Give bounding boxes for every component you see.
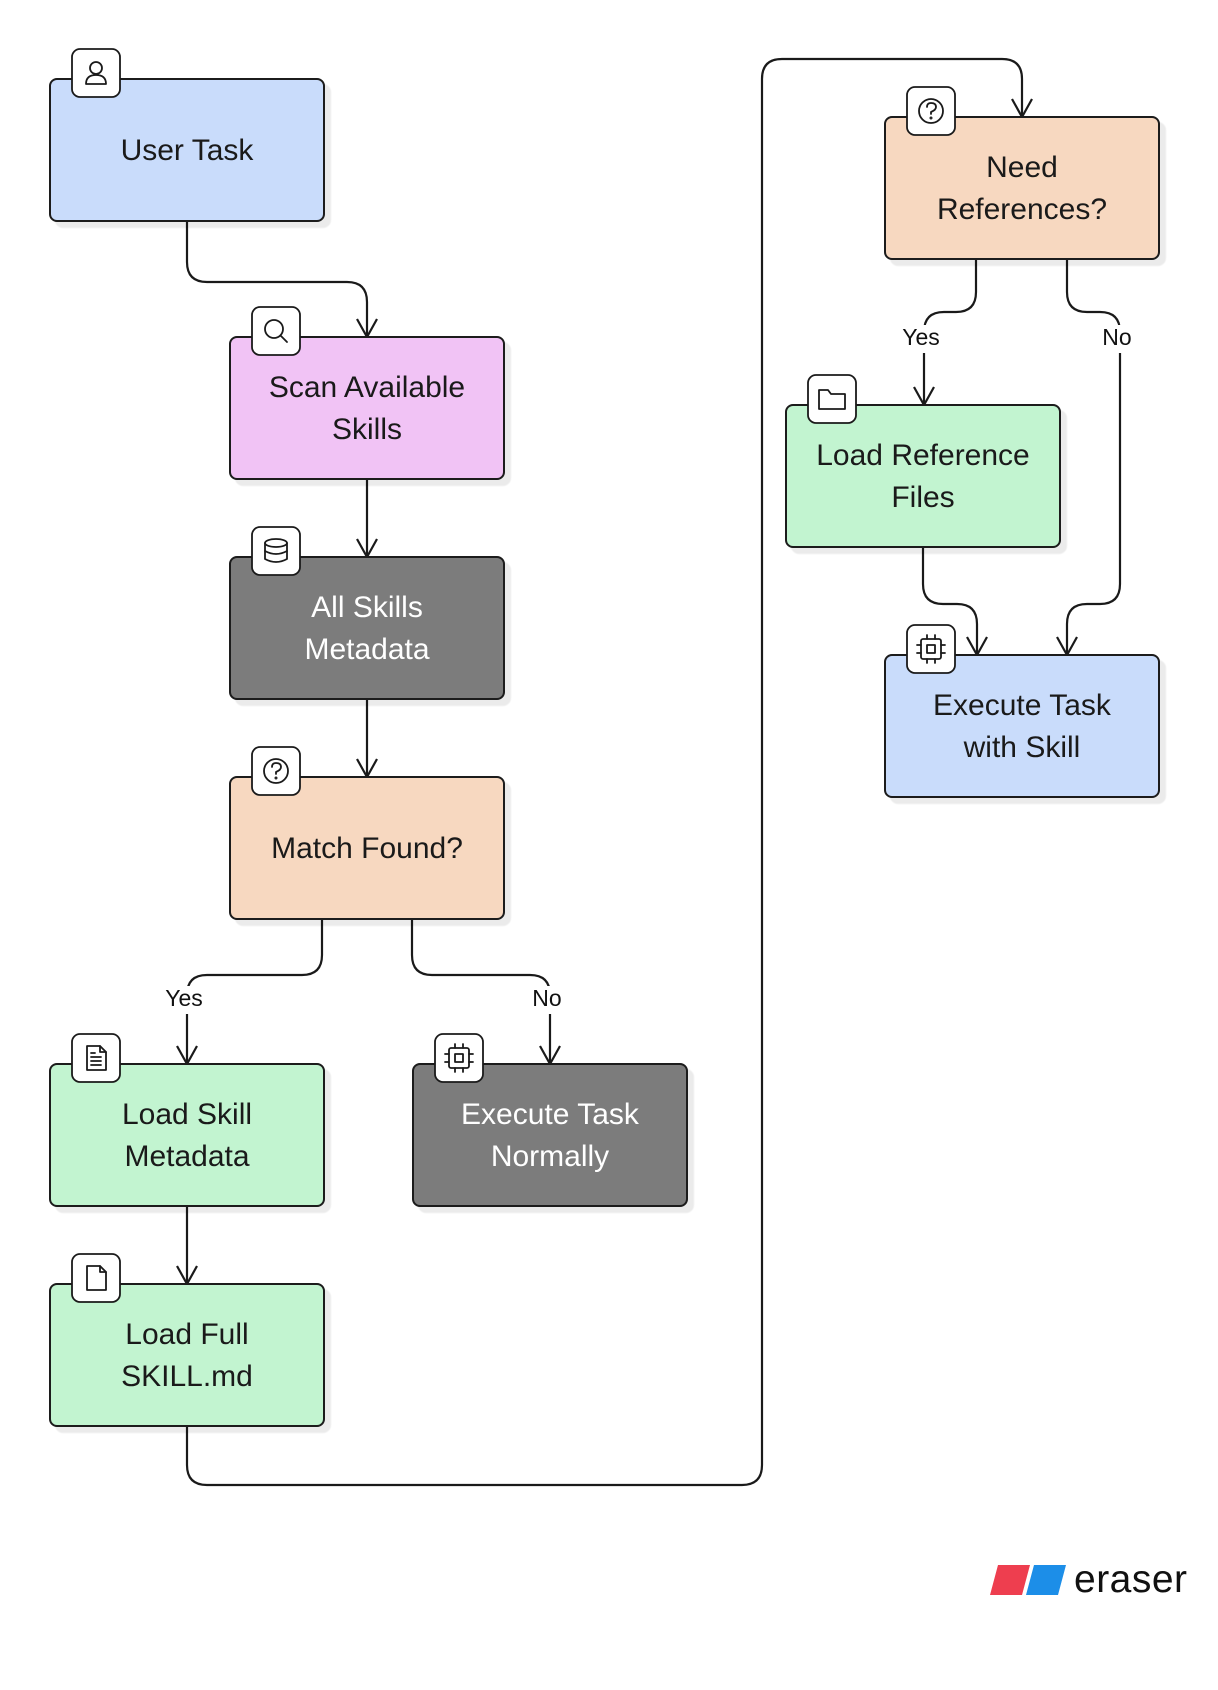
- document-icon: [71, 1033, 121, 1083]
- eraser-logo-text: eraser: [1074, 1558, 1188, 1601]
- node-label-line: User Task: [121, 134, 255, 167]
- cpu-icon: [906, 624, 956, 674]
- edge-label: No: [1102, 324, 1131, 350]
- eraser-logo: eraser: [990, 1556, 1188, 1604]
- node-box: [884, 654, 1160, 798]
- edge-label-background: [521, 986, 573, 1014]
- node-label-line: Need: [986, 151, 1058, 184]
- node-label-line: Load Full: [125, 1318, 248, 1351]
- node-label-line: All Skills: [311, 591, 423, 624]
- eraser-logo-mark: [990, 1565, 1066, 1595]
- edge-need_references-to-load_reference: Yes: [895, 259, 978, 408]
- node-label-line: Execute Task: [933, 689, 1112, 722]
- node-label-line: Scan Available: [269, 371, 465, 404]
- edge-label-background: [1091, 325, 1143, 353]
- edge-label-background: [158, 986, 210, 1014]
- edge-match_found-to-load_skill_metadata: Yes: [158, 919, 324, 1067]
- node-label-line: with Skill: [963, 731, 1081, 764]
- edge-label: Yes: [902, 324, 940, 350]
- node-execute-with-skill[interactable]: Execute Task with Skill: [884, 624, 1160, 798]
- node-label-line: Files: [891, 481, 954, 514]
- question-icon: [906, 86, 956, 136]
- edge-label-background: [895, 325, 947, 353]
- node-box: [884, 116, 1160, 260]
- node-label-line: Execute Task: [461, 1098, 640, 1131]
- cpu-icon: [434, 1033, 484, 1083]
- node-label-line: Load Skill: [122, 1098, 252, 1131]
- search-icon: [251, 306, 301, 356]
- node-box: [229, 336, 505, 480]
- node-box: [49, 78, 325, 222]
- database-icon: [251, 526, 301, 576]
- node-box: [412, 1063, 688, 1207]
- node-box: [785, 404, 1061, 548]
- node-user-task[interactable]: User Task: [49, 48, 325, 222]
- node-label-line: Normally: [491, 1140, 609, 1173]
- connector-line: [185, 57, 1024, 1487]
- edge-match_found-to-execute_normally: No: [410, 919, 573, 1067]
- edge-load_skill_metadata-to-load_full: [176, 1206, 198, 1287]
- node-box: [229, 776, 505, 920]
- node-label-line: Match Found?: [271, 832, 463, 865]
- edge-need_references-to-execute_with_skill: No: [1056, 259, 1143, 658]
- edge-label: Yes: [165, 985, 203, 1011]
- node-box: [229, 556, 505, 700]
- user-icon: [71, 48, 121, 98]
- file-icon: [71, 1253, 121, 1303]
- edge-skills_metadata-to-match_found: [356, 699, 378, 780]
- node-label-line: Metadata: [124, 1140, 249, 1173]
- node-box: [49, 1283, 325, 1427]
- node-label-line: SKILL.md: [121, 1360, 253, 1393]
- edge-label: No: [532, 985, 561, 1011]
- node-box: [49, 1063, 325, 1207]
- node-label-line: Load Reference: [816, 439, 1030, 472]
- node-match-found[interactable]: Match Found?: [229, 746, 505, 920]
- connector-line: [922, 259, 978, 405]
- connector-line: [185, 221, 369, 337]
- connector-line: [921, 547, 979, 655]
- folder-icon: [807, 374, 857, 424]
- question-icon: [251, 746, 301, 796]
- node-label-line: Metadata: [304, 633, 429, 666]
- node-label-line: Skills: [332, 413, 402, 446]
- node-label-line: References?: [937, 193, 1107, 226]
- edge-scan_skills-to-skills_metadata: [356, 479, 378, 560]
- connector-line: [1065, 259, 1122, 655]
